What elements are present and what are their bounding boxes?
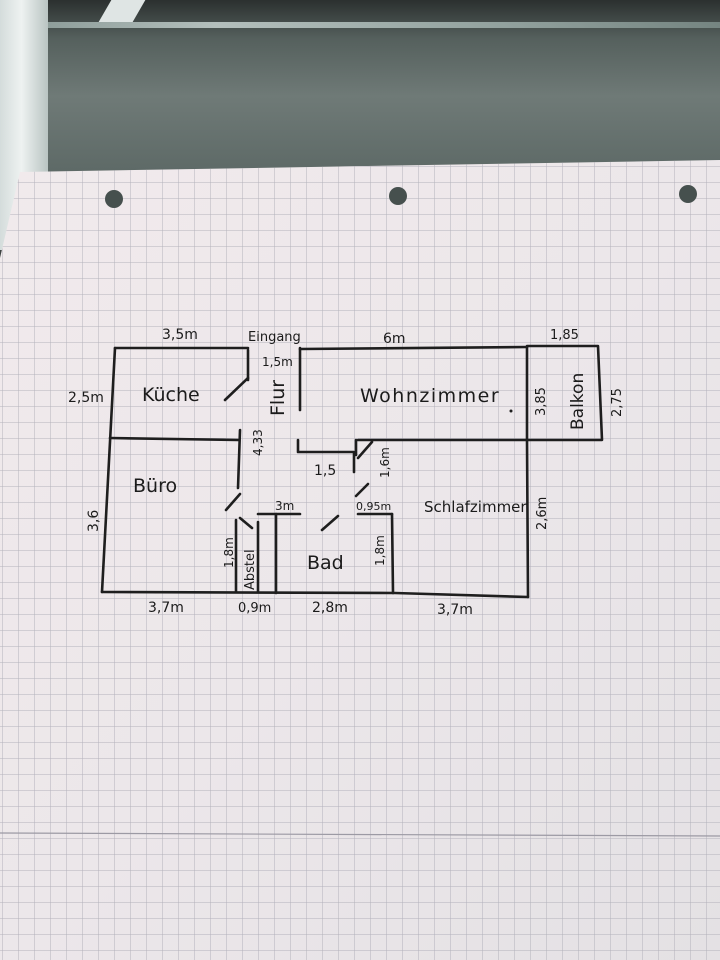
- door-bath: [320, 514, 340, 532]
- pen-dot: [509, 409, 513, 413]
- wall-balcony: [525, 344, 604, 442]
- door-storage: [238, 516, 254, 530]
- dim-bottom-bedroom: 3,7m: [437, 602, 473, 618]
- dim-storage-height: 1,8m: [222, 537, 236, 568]
- dimension-labels: 3,5m 6m 1,85 2,5m 3,6 1,5m 4,33 3,85 2,7…: [68, 327, 625, 618]
- grid-paper-lines: [0, 160, 720, 960]
- room-label-office: Büro: [133, 475, 177, 497]
- door-kitchen: [223, 376, 250, 402]
- room-label-storage: Abstel: [243, 549, 258, 590]
- dim-bath-top: 3m: [275, 499, 294, 513]
- wall-bottom: [100, 590, 530, 599]
- wall-middle-left: [296, 438, 356, 474]
- wall-kitchen-office: [108, 436, 240, 442]
- room-label-living: Wohnzimmer: [360, 385, 500, 407]
- paper-fold-line: [0, 832, 720, 837]
- door-office: [224, 492, 242, 512]
- wall-bath-right: [390, 512, 395, 595]
- dim-hall-top: 1,5m: [262, 355, 293, 369]
- dim-bedroom-height: 2,6m: [535, 497, 550, 530]
- room-labels: Küche Büro Wohnzimmer Schlafzimmer Bad F…: [133, 330, 588, 590]
- room-label-kitchen: Küche: [142, 384, 200, 406]
- room-label-entrance: Eingang: [248, 330, 301, 345]
- dim-bath-gap: 0,95m: [356, 500, 391, 513]
- walls: [100, 344, 604, 599]
- glass-table-background: [0, 0, 720, 175]
- door-living: [356, 440, 374, 460]
- door-bath-2: [354, 482, 370, 498]
- wall-left: [100, 346, 117, 594]
- wall-hall-left-mid: [236, 428, 242, 490]
- punch-hole: [679, 185, 697, 203]
- dim-bath-height: 1,8m: [373, 535, 387, 566]
- dim-living-width: 6m: [383, 331, 406, 347]
- dim-kitchen-width: 3,5m: [162, 327, 198, 343]
- wall-right-lower: [525, 438, 530, 599]
- dim-balcony-height: 2,75: [610, 388, 625, 417]
- punch-hole: [389, 187, 407, 205]
- dim-hall-length: 4,33: [251, 429, 265, 456]
- punch-hole: [105, 190, 123, 208]
- room-label-balcony: Balkon: [568, 373, 588, 430]
- room-label-bedroom: Schlafzimmer: [424, 498, 527, 516]
- dim-bottom-office: 3,7m: [148, 600, 184, 616]
- dim-balcony-width: 1,85: [550, 328, 579, 343]
- room-label-bathroom: Bad: [307, 552, 344, 574]
- wall-top-living: [298, 345, 529, 351]
- dim-living-height: 3,85: [534, 387, 549, 416]
- room-label-hallway: Flur: [267, 380, 289, 416]
- dim-office-height: 3,6: [86, 510, 102, 532]
- glass-edge-reflection: [0, 22, 720, 28]
- dim-kitchen-height: 2,5m: [68, 390, 104, 406]
- dim-mid-width: 1,5: [314, 463, 336, 479]
- dim-mid-height: 1,6m: [378, 447, 392, 478]
- dim-bottom-storage: 0,9m: [238, 601, 271, 616]
- dim-bottom-bath: 2,8m: [312, 600, 348, 616]
